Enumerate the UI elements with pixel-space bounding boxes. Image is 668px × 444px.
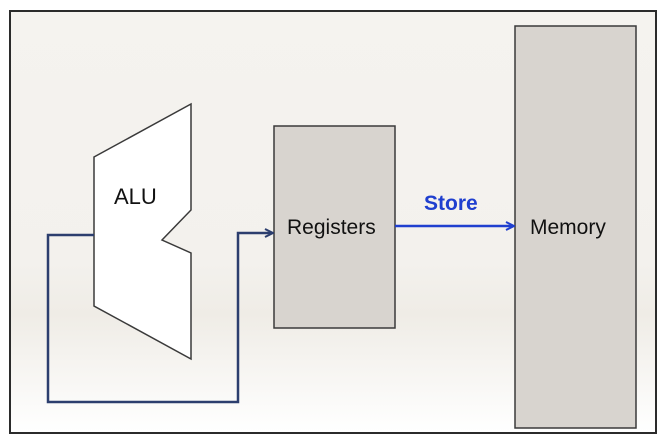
registers-label: Registers xyxy=(287,216,376,239)
alu-shape xyxy=(93,102,192,361)
registers-box xyxy=(273,125,396,329)
memory-box xyxy=(514,25,637,429)
alu-label: ALU xyxy=(114,184,157,209)
memory-label: Memory xyxy=(530,216,606,239)
store-label: Store xyxy=(424,192,478,215)
alu-to-registers-arrow xyxy=(46,233,272,404)
